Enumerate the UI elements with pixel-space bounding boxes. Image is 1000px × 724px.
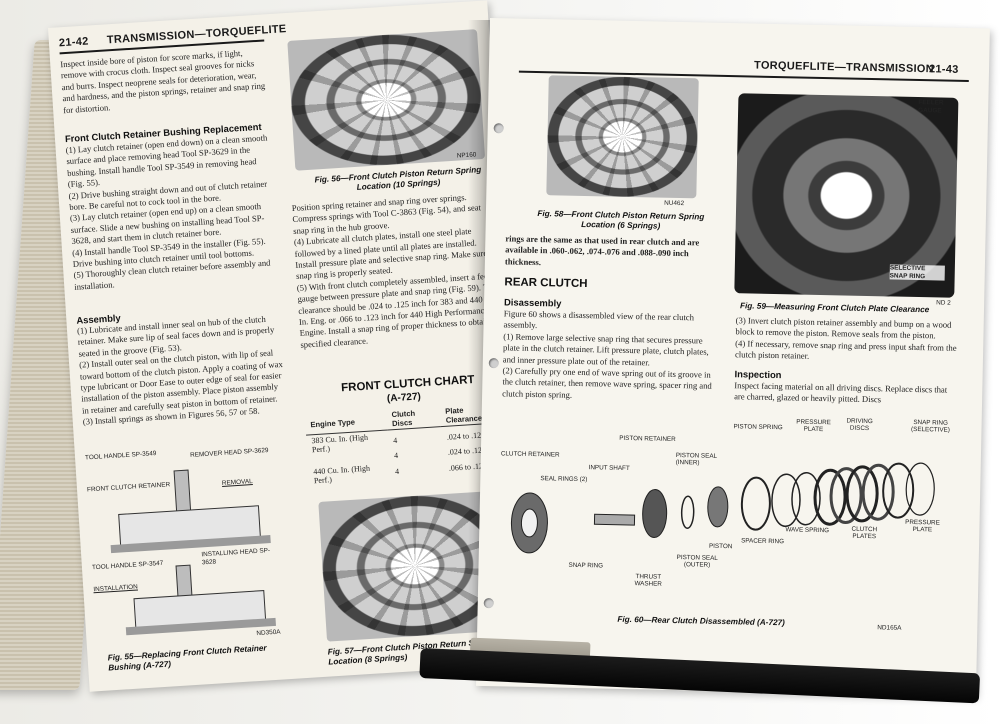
fig60-wave-spring-part [791,471,821,526]
fig60-label-thrust-washer: THRUST WASHER [634,573,662,588]
fig60-label-clutch-retainer: CLUTCH RETAINER [500,450,560,459]
fig56-springs [287,29,486,171]
fig60-code: ND165A [877,624,902,632]
fig60-piston-retainer-part [642,489,668,539]
right-page-section-title: TORQUEFLITE—TRANSMISSION [753,59,935,76]
fig60-label-seal-rings: SEAL RINGS (2) [540,475,588,484]
fig60-input-shaft-part [593,513,636,526]
binder-hole [488,358,499,369]
fig60-label-input-shaft: INPUT SHAFT [588,464,630,473]
fig60-label-clutch-plates: CLUTCH PLATES [851,525,878,541]
fig60-clutch-plate-part [861,463,895,521]
front-clutch-chart-subtitle: (A-727) [386,391,422,405]
fig60-piston-spring-part [740,476,771,531]
inspection-heading: Inspection [734,368,782,381]
fig60-pressure-plate-part [882,462,915,519]
fig55-diagram: TOOL HANDLE SP-3549 REMOVER HEAD SP-3629… [84,434,301,646]
chart-cell: 4 [394,466,400,476]
fig60-piston-seal-part [680,495,695,529]
fig55-svg [110,469,276,636]
fig58-photo [546,75,699,199]
chart-cell: 440 Cu. In. (High Perf.) [313,463,371,486]
fig59-label-feeler-gauge: FEELER GAUGE [918,98,944,114]
right-page: TORQUEFLITE—TRANSMISSION 21-43 NU462 Fig… [476,18,990,697]
fig59-caption: Fig. 59—Measuring Front Clutch Plate Cle… [739,301,930,315]
fig55-code: ND350A [256,628,281,638]
rear-clutch-heading: REAR CLUTCH [504,276,588,291]
fig60-snap-ring-part [905,462,935,516]
inspection-text: Inspect facing material on all driving d… [734,380,948,405]
fig55-caption: Fig. 55—Replacing Front Clutch Retainer … [107,643,267,673]
fig59-text: (3) Invert clutch piston retainer assemb… [734,315,957,361]
fig59-label-selective-snap-ring: SELECTIVE SNAP RING [889,264,945,281]
fig60-clutch-plate-part [829,467,863,525]
disassembly-text: Figure 60 shows a disassembled view of t… [502,308,712,400]
fig60-exploded-view: CLUTCH RETAINER SEAL RINGS (2) INPUT SHA… [498,410,962,620]
fig60-label-piston-seal-inner: PISTON SEAL (INNER) [675,451,717,467]
fig58-code: NU462 [664,199,685,208]
fig58-springs [546,75,699,199]
fig60-label-piston-seal-outer: PISTON SEAL (OUTER) [676,554,718,569]
fig60-piston-part [707,486,729,528]
fig60-clutch-plate-part [845,465,879,523]
fig60-label-driving-discs: DRIVING DISCS [846,417,873,433]
fig60-clutch-plate-part [813,468,847,526]
fig60-svg [510,462,935,554]
binder-hole [493,123,504,134]
fig60-label-piston: PISTON [708,542,733,551]
left-intro-text: Inspect inside bore of piston for score … [59,47,266,115]
fig60-label-piston-retainer: PISTON RETAINER [619,434,676,443]
right-page-number: 21-43 [928,63,959,76]
binder-hole [483,597,494,609]
fig60-label-snap-ring-selective: SNAP RING (SELECTIVE) [910,418,950,434]
bushing-replacement-text: (1) Lay clutch retainer (open end down) … [65,132,271,292]
fig60-label-wave-spring: WAVE SPRING [785,526,830,535]
rings-text: rings are the same as that used in rear … [504,233,700,267]
fig60-spacer-ring-part [771,473,801,528]
fig55-base-bottom [125,617,276,636]
disassembly-heading: Disassembly [503,296,562,309]
fig60-label-pressure-plate-top: PRESSURE PLATE [796,418,832,434]
fig60-label-spacer-ring: SPACER RING [741,537,785,546]
fig60-label-pressure-plate-bottom: PRESSURE PLATE [905,518,940,534]
fig58-caption: Fig. 58—Front Clutch Piston Return Sprin… [537,209,705,231]
left-page-number: 21-42 [58,35,89,50]
assembly-text: (1) Lubricate and install inner seal on … [76,313,283,427]
fig60-label-piston-spring: PISTON SPRING [733,423,783,432]
fig55-base-top [110,535,271,554]
fig60-label-snap-ring: SNAP RING [568,561,604,570]
fig56-photo [287,29,486,171]
fig60-caption: Fig. 60—Rear Clutch Disassembled (A-727) [617,614,785,628]
fig60-clutch-retainer-hole [520,508,538,538]
left-page: 21-42 TRANSMISSION—TORQUEFLITE Inspect i… [48,0,529,692]
